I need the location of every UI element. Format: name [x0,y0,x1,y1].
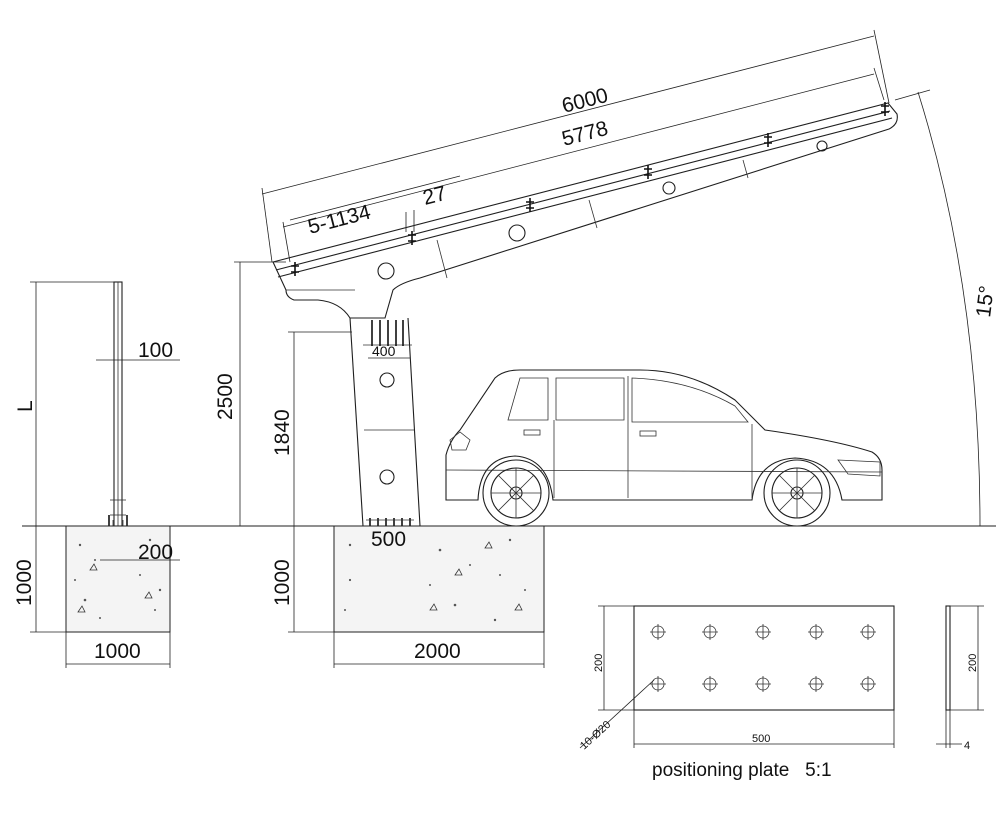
foundation-width-post-label: 1000 [94,640,141,663]
foundation-width-main-label: 2000 [414,640,461,663]
post-width-label: 100 [138,339,173,362]
car-rear-window [507,377,549,421]
plate-height-label: 200 [593,654,605,672]
plate-holes [650,624,876,692]
carport-structure [272,102,898,595]
purlin-spacing-label: 5-1134 [305,201,373,239]
plate-caption: positioning plate 5:1 [652,760,832,781]
post-foundation [65,525,171,633]
main-dimensions [234,29,981,668]
main-foundation [333,525,545,633]
car-front-door-window [631,377,749,423]
plate-side-height-label: 200 [967,654,979,672]
roof-length-inner-label: 5778 [559,117,610,151]
foundation-depth-main-label: 1000 [271,559,294,606]
post-anchor-width-label: 200 [138,541,173,564]
post-foundation-block [65,525,171,633]
post-dimensions [30,281,180,668]
roof-length-outer-label: 6000 [559,84,610,118]
plate-width-label: 500 [752,733,770,745]
plate-side-view [945,605,951,711]
roof-beam [272,102,898,319]
car-body [445,369,883,501]
positioning-plate [579,605,984,749]
car [445,369,883,527]
plate-front-view [633,605,895,711]
car-rear-door-window [555,377,625,421]
post-height-label: L [14,400,37,412]
purlin-width-label: 27 [420,182,448,210]
car-rear-wheel [482,459,550,527]
anchor-width-label: 500 [371,528,406,551]
column-height-label: 2500 [214,373,237,420]
column-width-label: 400 [372,343,396,359]
roof-angle-label: 15° [972,284,999,318]
main-foundation-block [333,525,545,633]
car-front-wheel [763,459,831,527]
column-clear-height-label: 1840 [271,409,294,456]
foundation-depth-post-label: 1000 [13,559,36,606]
plate-thickness-label: 4 [964,740,970,752]
plate-holes-label: 10-Ø20 [578,719,613,752]
